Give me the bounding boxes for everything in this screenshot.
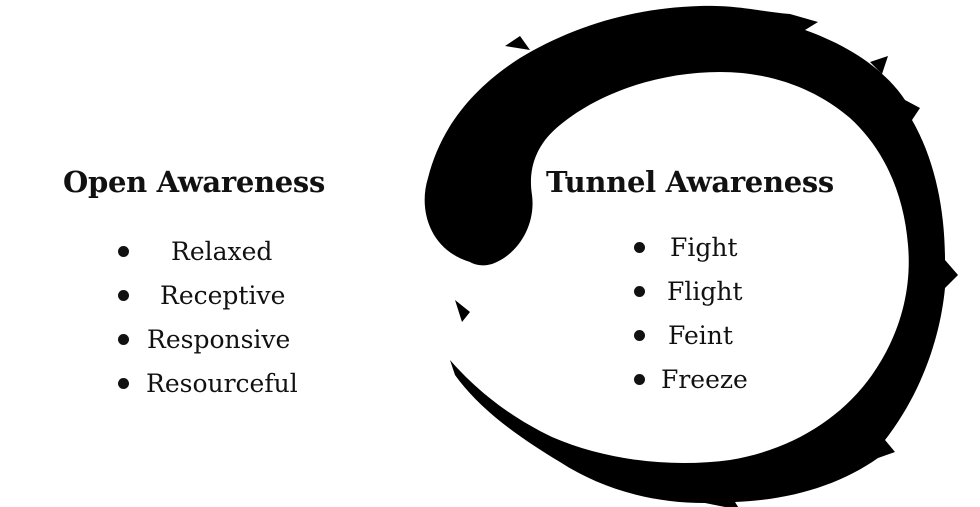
bullet-icon xyxy=(634,286,645,297)
bullet-icon xyxy=(634,242,645,253)
list-item-label: Relaxed xyxy=(171,237,273,266)
bullet-icon xyxy=(118,246,129,257)
list-item-label: Flight xyxy=(667,277,743,306)
bullet-icon xyxy=(634,374,645,385)
list-item-label: Feint xyxy=(668,321,733,350)
open-awareness-panel: Open Awareness Relaxed Receptive Respons… xyxy=(63,168,363,408)
bullet-icon xyxy=(118,378,129,389)
list-item-label: Responsive xyxy=(147,325,291,354)
bullet-icon xyxy=(118,334,129,345)
tunnel-awareness-panel: Tunnel Awareness Fight Flight Feint Free… xyxy=(546,168,866,408)
bullet-icon xyxy=(634,330,645,341)
list-item-label: Receptive xyxy=(160,281,286,310)
list-item-label: Resourceful xyxy=(146,369,298,398)
bullet-icon xyxy=(118,290,129,301)
list-item-label: Fight xyxy=(670,233,738,262)
list-item-label: Freeze xyxy=(661,365,748,394)
open-awareness-heading: Open Awareness xyxy=(63,165,325,199)
tunnel-awareness-heading: Tunnel Awareness xyxy=(546,165,834,199)
